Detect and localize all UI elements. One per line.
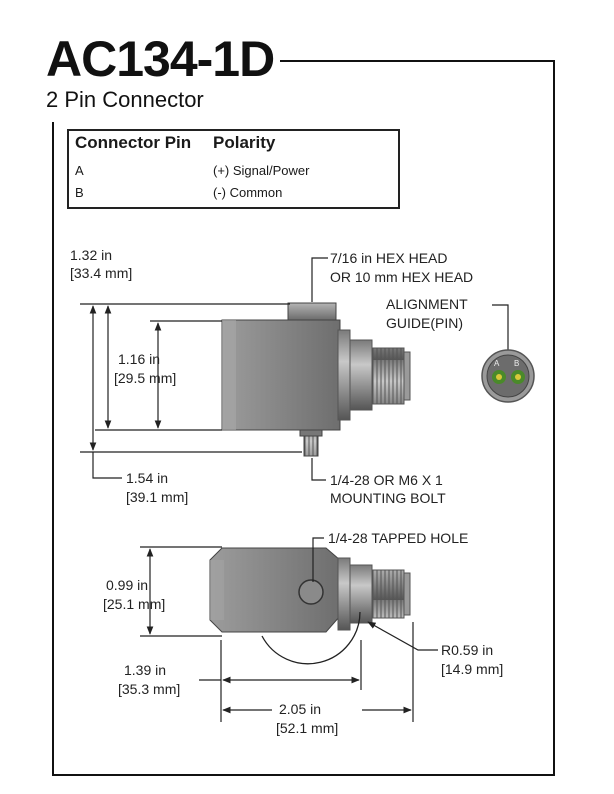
- base-height-imperial: 0.99 in: [106, 577, 148, 593]
- alignment-line2: GUIDE(PIN): [386, 315, 463, 331]
- pin-a-label: A: [75, 163, 84, 178]
- height-top-metric: [33.4 mm]: [70, 265, 132, 281]
- mounting-bolt-line2: MOUNTING BOLT: [330, 490, 446, 506]
- table-header-row: Connector Pin Polarity: [75, 134, 395, 152]
- base-height-metric: [25.1 mm]: [103, 596, 165, 612]
- table-row: A (+) Signal/Power: [75, 162, 395, 180]
- header-polarity: Polarity: [213, 133, 276, 152]
- table-row: B (-) Common: [75, 184, 395, 202]
- base-width-metric: [35.3 mm]: [118, 681, 180, 697]
- radius-imperial: R0.59 in: [441, 642, 493, 658]
- connector-end-view: A B: [481, 349, 535, 403]
- body-height-imperial: 1.16 in: [118, 351, 160, 367]
- overall-height-metric: [39.1 mm]: [126, 489, 188, 505]
- tapped-hole-label: 1/4-28 TAPPED HOLE: [328, 530, 468, 546]
- pin-b-label: B: [75, 185, 84, 200]
- overall-length-imperial: 2.05 in: [279, 701, 321, 717]
- pin-b-polarity: (-) Common: [213, 185, 283, 200]
- sensor-bottom-view: [209, 547, 411, 665]
- hex-head-line1: 7/16 in HEX HEAD: [330, 250, 448, 266]
- pin-polarity-table: Connector Pin Polarity A (+) Signal/Powe…: [67, 129, 400, 209]
- pin-a-marker: A: [494, 359, 500, 368]
- overall-height-imperial: 1.54 in: [126, 470, 168, 486]
- radius-metric: [14.9 mm]: [441, 661, 503, 677]
- overall-length-metric: [52.1 mm]: [276, 720, 338, 736]
- mounting-bolt-line1: 1/4-28 OR M6 X 1: [330, 472, 443, 488]
- body-height-metric: [29.5 mm]: [114, 370, 176, 386]
- hex-head-line2: OR 10 mm HEX HEAD: [330, 269, 473, 285]
- height-top-imperial: 1.32 in: [70, 247, 112, 263]
- alignment-line1: ALIGNMENT: [386, 296, 468, 312]
- header-connector-pin: Connector Pin: [75, 133, 192, 152]
- pin-b-marker: B: [514, 359, 519, 368]
- sensor-side-view: [221, 302, 411, 457]
- base-width-imperial: 1.39 in: [124, 662, 166, 678]
- pin-a-polarity: (+) Signal/Power: [213, 163, 310, 178]
